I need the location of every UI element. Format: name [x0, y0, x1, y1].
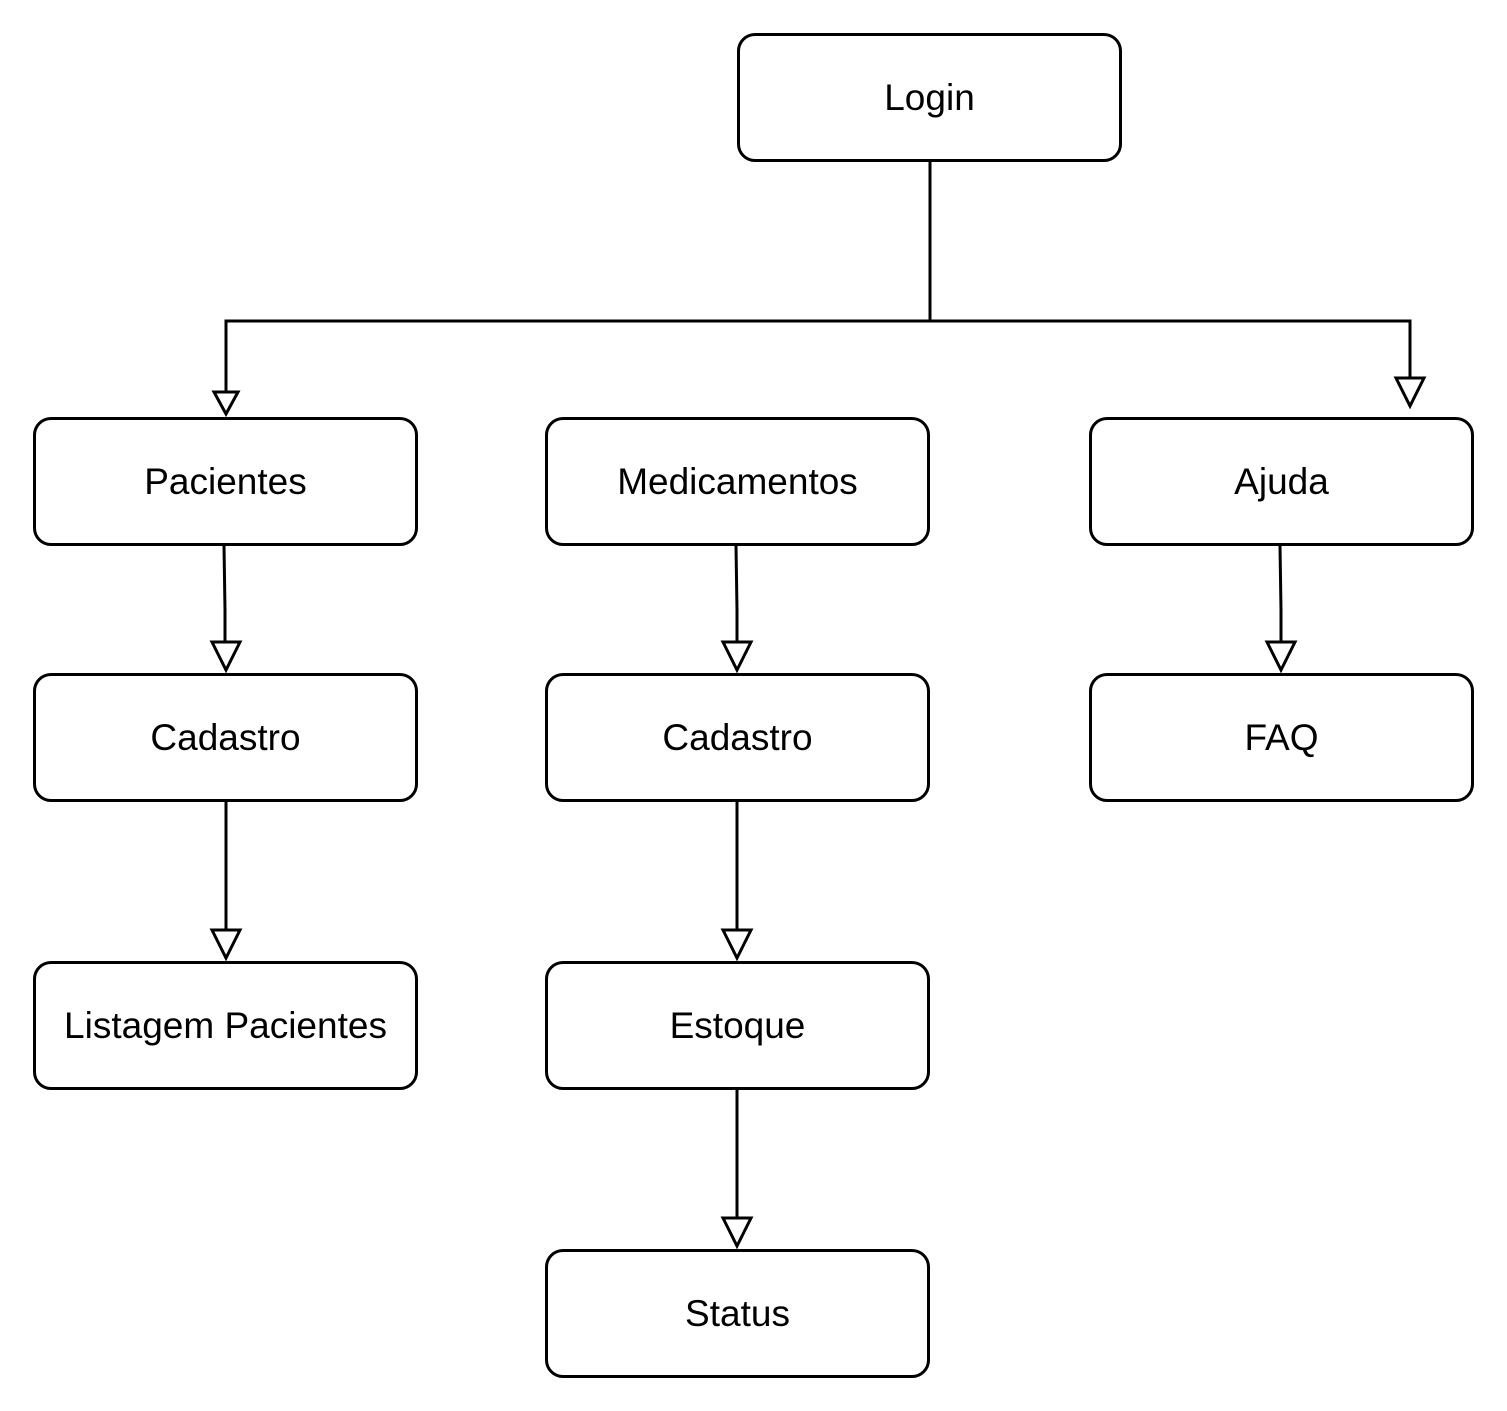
arrowhead-pacientes-cadastro	[209, 640, 243, 674]
node-medicamentos-cadastro: Cadastro	[545, 673, 930, 802]
arrowhead-medicamentos-cadastro	[720, 640, 754, 674]
node-faq: FAQ	[1089, 673, 1474, 802]
node-pacientes: Pacientes	[33, 417, 418, 546]
node-faq-label: FAQ	[1244, 716, 1319, 758]
node-pacientes-cadastro-label: Cadastro	[150, 716, 301, 758]
arrowhead-ajuda	[1393, 376, 1427, 410]
arrowhead-faq	[1264, 640, 1298, 674]
node-pacientes-cadastro: Cadastro	[33, 673, 418, 802]
node-pacientes-label: Pacientes	[144, 460, 307, 502]
node-status: Status	[545, 1249, 930, 1378]
node-listagem-pacientes-label: Listagem Pacientes	[64, 1004, 387, 1046]
arrowhead-pacientes	[211, 390, 241, 418]
connector-ajuda-to-faq	[1278, 545, 1283, 642]
arrowhead-status	[720, 1216, 754, 1250]
node-medicamentos-label: Medicamentos	[617, 460, 858, 502]
node-medicamentos-cadastro-label: Cadastro	[662, 716, 813, 758]
node-status-label: Status	[685, 1292, 790, 1334]
connector-login-to-pacientes	[224, 319, 930, 392]
node-estoque-label: Estoque	[669, 1004, 806, 1046]
node-login: Login	[737, 33, 1122, 162]
node-medicamentos: Medicamentos	[545, 417, 930, 546]
node-listagem-pacientes: Listagem Pacientes	[33, 961, 418, 1090]
connector-login-to-ajuda	[930, 319, 1412, 378]
node-estoque: Estoque	[545, 961, 930, 1090]
node-ajuda-label: Ajuda	[1234, 460, 1329, 502]
node-ajuda: Ajuda	[1089, 417, 1474, 546]
connector-pacientes-to-cadastro	[222, 545, 227, 642]
arrowhead-listagem-pacientes	[209, 928, 243, 962]
arrowhead-estoque	[720, 928, 754, 962]
connector-medicamentos-to-cadastro	[734, 545, 739, 642]
node-login-label: Login	[884, 76, 975, 118]
